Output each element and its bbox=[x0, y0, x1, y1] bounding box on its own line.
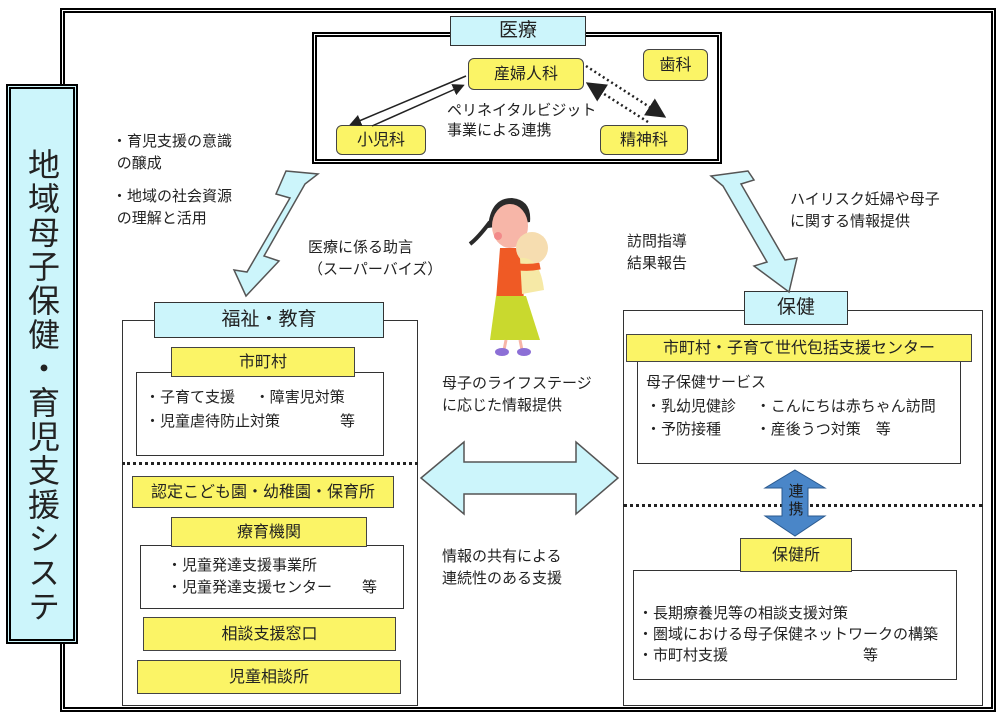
note-awareness: ・育児支援の意識 の醸成 bbox=[112, 132, 233, 172]
consultation-box: 相談支援窓口 bbox=[143, 617, 396, 651]
therapy-items-box: ・児童発達支援事業所 ・児童発達支援センター 等 bbox=[140, 545, 404, 609]
municipality-box: 市町村 bbox=[171, 347, 355, 377]
welfare-divider bbox=[122, 462, 418, 465]
label-lifestage-info: 母子のライフステージ に応じた情報提供 bbox=[442, 374, 592, 414]
system-title-box: 地域母子保健・育児支援システム bbox=[6, 84, 78, 644]
services-title: 母子保健サービス bbox=[646, 373, 767, 391]
label-medical-advice: 医療に係る助言 （スーパーバイズ） bbox=[308, 238, 443, 278]
municipality-items-box: ・子育て支援 ・障害児対策 ・児童虐待防止対策 等 bbox=[136, 372, 384, 456]
obgyn-box: 産婦人科 bbox=[468, 58, 584, 90]
office-items: ・長期療養児等の相談支援対策 ・圏域における母子保健ネットワークの構築 ・市町村… bbox=[638, 604, 939, 664]
services-box: 母子保健サービス ・乳幼児健診 ・こんにちは赤ちゃん訪問 ・予防接種 ・産後うつ… bbox=[637, 350, 961, 464]
child-guidance-box: 児童相談所 bbox=[137, 660, 401, 694]
office-items-box: ・長期療養児等の相談支援対策 ・圏域における母子保健ネットワークの構築 ・市町村… bbox=[633, 570, 957, 680]
label-visit-report: 訪問指導 結果報告 bbox=[627, 232, 688, 272]
municipality-items: ・子育て支援 ・障害児対策 ・児童虐待防止対策 等 bbox=[145, 388, 356, 430]
perinatal-note: ペリネイタルビジット 事業による連携 bbox=[447, 101, 597, 139]
nursery-box: 認定こども園・幼稚園・保育所 bbox=[132, 476, 394, 508]
pediatrics-box: 小児科 bbox=[336, 125, 426, 155]
dentistry-box: 歯科 bbox=[643, 49, 708, 81]
health-office-box: 保健所 bbox=[740, 538, 852, 572]
services-items: ・乳幼児健診 ・こんにちは赤ちゃん訪問 ・予防接種 ・産後うつ対策 等 bbox=[646, 397, 936, 438]
therapy-org-box: 療育機関 bbox=[171, 517, 367, 547]
label-high-risk-info: ハイリスク妊婦や母子 に関する情報提供 bbox=[790, 190, 940, 230]
welfare-title: 福祉・教育 bbox=[154, 302, 384, 338]
system-title: 地域母子保健・育児支援システム bbox=[23, 148, 61, 624]
note-resources: ・地域の社会資源 の理解と活用 bbox=[112, 187, 233, 227]
center-box: 市町村・子育て世代包括支援センター bbox=[626, 334, 972, 362]
cooperation-label: 連 携 bbox=[788, 482, 804, 518]
health-title: 保健 bbox=[744, 291, 848, 325]
label-shared-info: 情報の共有による 連続性のある支援 bbox=[442, 547, 563, 587]
medical-title: 医療 bbox=[450, 16, 586, 46]
therapy-items: ・児童発達支援事業所 ・児童発達支援センター 等 bbox=[167, 556, 378, 596]
psychiatry-box: 精神科 bbox=[600, 125, 688, 155]
